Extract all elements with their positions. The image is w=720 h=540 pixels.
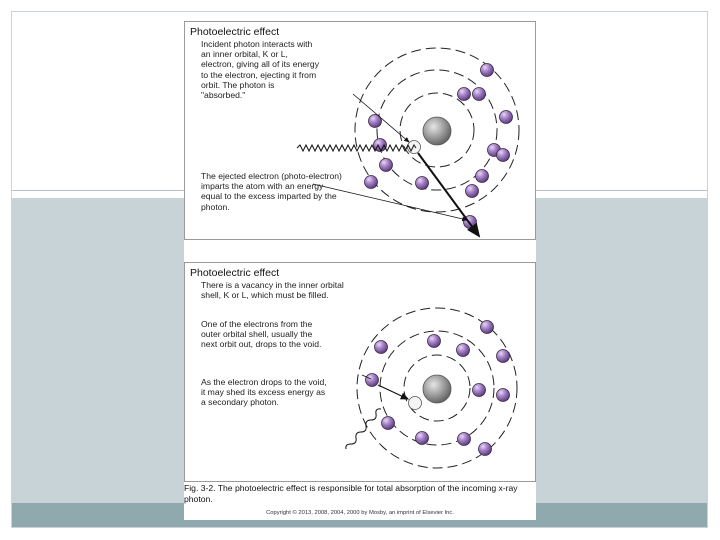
vacancy-description: There is a vacancy in the inner orbital … [201,280,344,301]
outer-orbit [354,47,520,213]
electron [368,114,382,128]
outer-orbit [356,307,518,469]
panel-title: Photoelectric effect [190,26,280,38]
inner-orbit [399,92,475,168]
incident-photon-wave [296,143,417,153]
electron [478,442,492,456]
electron [427,334,441,348]
pointer-line [352,93,410,143]
electron [496,388,510,402]
panel-photoelectric-vacancy: Photoelectric effect There is a vacancy … [184,262,536,482]
atom-diagram-top [296,47,520,238]
electron [496,349,510,363]
panel-title: Photoelectric effect [190,267,280,279]
pointer-line [312,183,468,222]
electron [379,158,393,172]
nucleus [422,116,452,146]
electron [465,184,479,198]
electron [381,416,395,430]
photoelectron-path-arrow [417,152,481,238]
copyright-notice: Copyright © 2013, 2008, 2004, 2000 by Mo… [266,510,454,516]
electron-drop-arrow [377,384,410,400]
nucleus [422,374,452,404]
photoelectron-description: The ejected electron (photo-electron) im… [201,171,342,212]
vacancy [408,396,422,410]
pointer-line [361,374,372,380]
electron [456,343,470,357]
electron [480,320,494,334]
middle-orbit [376,69,498,191]
middle-orbit [379,330,495,446]
photoelectric-figure: Photoelectric effect Incident photon int… [184,18,536,520]
figure-caption: Fig. 3-2. The photoelectric effect is re… [184,483,536,504]
atom-diagram-bottom [345,307,518,469]
panel-photoelectric-absorption: Photoelectric effect Incident photon int… [184,21,536,240]
electron [364,175,378,189]
secondary-photon-description: As the electron drops to the void, it ma… [201,377,327,408]
inner-orbit [403,354,471,422]
electron [365,373,379,387]
electron [374,340,388,354]
electron [415,431,429,445]
electron [415,176,429,190]
electron [457,87,471,101]
electron-drop-description: One of the electrons from the outer orbi… [201,319,322,350]
electron [472,383,486,397]
electron [457,432,471,446]
electron [496,148,510,162]
electron [472,87,486,101]
secondary-photon-wave [345,408,382,450]
electron [480,63,494,77]
electron [499,110,513,124]
incident-photon-description: Incident photon interacts with an inner … [201,39,319,101]
electron [475,169,489,183]
